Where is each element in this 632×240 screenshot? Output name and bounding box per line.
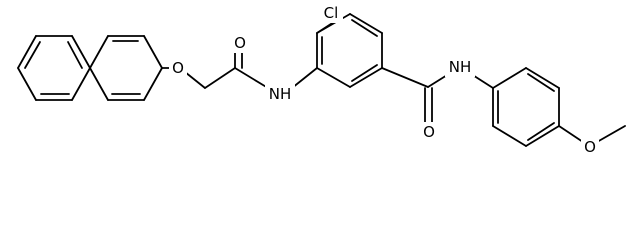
methoxy-oxygen-label: O (581, 137, 599, 157)
amide2-oxygen-text: O (423, 123, 435, 141)
ring-bond (492, 67, 527, 89)
ring-inner-bond (527, 73, 555, 92)
amide1-oxygen-text: O (234, 34, 246, 52)
naph-inner-bond (24, 41, 41, 69)
amide-bond (234, 67, 269, 89)
naph-bond (17, 35, 37, 69)
naph-bond (71, 67, 91, 101)
bond-lines (17, 13, 626, 147)
atom-labels: Cl O O NH O NH O (169, 3, 599, 157)
naph-inner-bond (67, 41, 83, 69)
ring-bond (492, 125, 527, 147)
amide-bond (381, 67, 429, 88)
amide1-nitrogen-text: NH (269, 85, 292, 103)
amide2-nitrogen-text: NH (449, 58, 472, 76)
ring-bond (349, 13, 383, 34)
methoxy-bond (558, 125, 584, 143)
methoxy-oxygen-text: O (584, 138, 596, 156)
ring-bond (349, 67, 383, 88)
ring-inner-bond (351, 19, 378, 37)
ring-bond (316, 67, 351, 88)
chlorine-text: Cl (324, 4, 339, 22)
amide1-oxygen-label: O (231, 33, 249, 53)
naph-bond (143, 67, 163, 101)
ether-oxygen-label: O (169, 58, 187, 78)
methoxy-bond (596, 125, 626, 143)
naph-bond (143, 35, 163, 69)
naph-bond (17, 67, 37, 101)
ring-bond (525, 125, 560, 147)
ring-inner-bond (351, 64, 378, 82)
naph-bond (89, 67, 109, 101)
amide1-nitrogen-label: NH (265, 84, 295, 104)
linker-bond (184, 71, 206, 89)
ring-inner-bond (527, 122, 555, 141)
naph-bond (71, 35, 91, 69)
amide2-oxygen-label: O (420, 122, 438, 142)
ring-bond (525, 67, 560, 89)
ether-oxygen-text: O (172, 59, 184, 77)
amide-bond (291, 67, 318, 89)
naph-bond (89, 35, 109, 69)
linker-bond (204, 67, 236, 89)
chlorine-label: Cl (319, 3, 343, 23)
chemical-structure-diagram: Cl O O NH O NH O (17, 3, 626, 157)
amide2-nitrogen-label: NH (445, 57, 475, 77)
